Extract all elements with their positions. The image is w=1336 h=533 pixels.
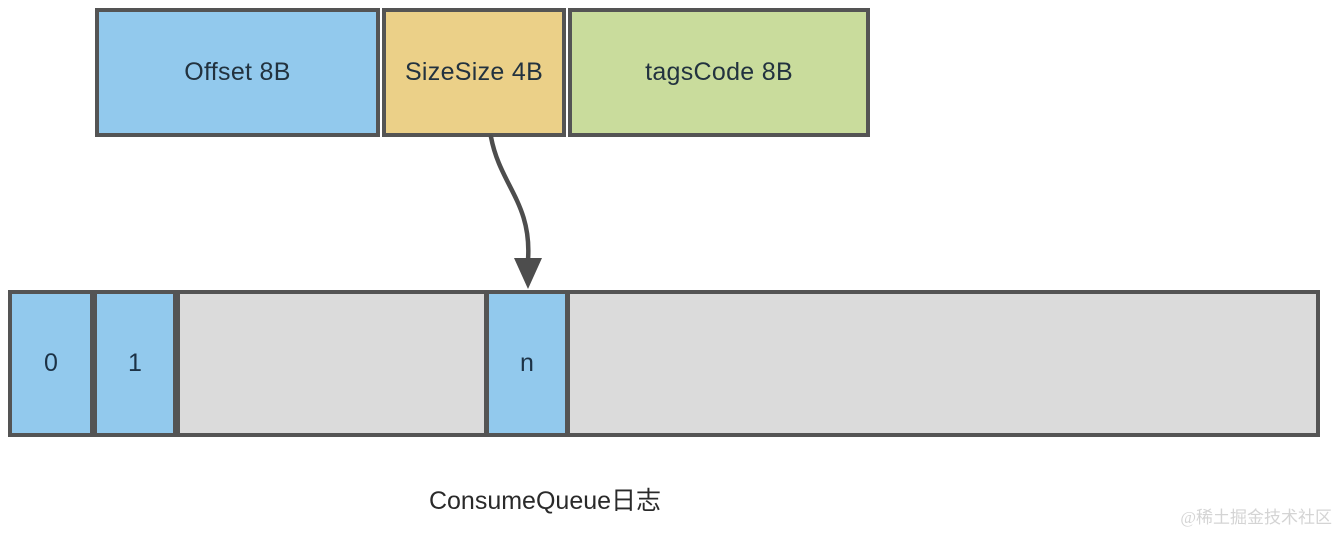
- offset-block: Offset 8B: [95, 8, 380, 137]
- queue-cell-1-label: 1: [128, 349, 142, 377]
- queue-cell-0-label: 0: [44, 349, 58, 377]
- size-block-label: SizeSize 4B: [404, 58, 544, 86]
- queue-cell-1: 1: [97, 294, 180, 433]
- queue-tail-track: [570, 294, 1316, 433]
- tagscode-block: tagsCode 8B: [568, 8, 870, 137]
- queue-ellipsis-track: [180, 294, 484, 433]
- queue-cell-n: n: [484, 294, 570, 433]
- offset-block-label: Offset 8B: [184, 58, 291, 86]
- consumequeue-bar: 0 1 n: [8, 290, 1320, 437]
- queue-cell-0: 0: [12, 294, 97, 433]
- watermark-text: @稀土掘金技术社区: [1180, 508, 1332, 527]
- size-block: SizeSize 4B: [382, 8, 566, 137]
- index-record-bar: Offset 8B SizeSize 4B tagsCode 8B: [95, 8, 870, 137]
- diagram-caption: ConsumeQueue日志: [428, 487, 662, 515]
- queue-cell-n-label: n: [520, 349, 534, 377]
- tagscode-block-label: tagsCode 8B: [645, 58, 793, 86]
